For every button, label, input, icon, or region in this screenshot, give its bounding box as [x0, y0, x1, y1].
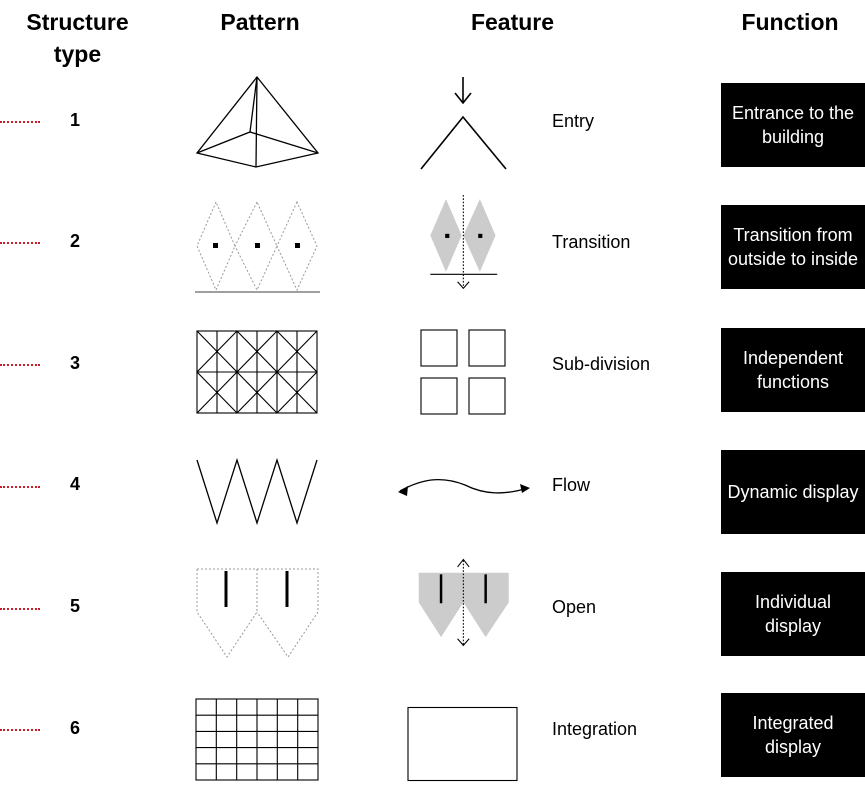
pattern-crossed-grid-icon: [196, 330, 318, 414]
function-box: Individual display: [721, 572, 865, 656]
structure-number: 6: [69, 718, 80, 738]
header-feature: Feature: [470, 9, 555, 35]
pattern-pentagon-row-icon: [196, 568, 319, 658]
function-box: Independent functions: [721, 328, 865, 412]
pattern-diamond-row-icon: [195, 200, 320, 293]
feature-label: Transition: [552, 232, 631, 252]
header-function: Function: [741, 9, 839, 35]
dotted-leader: [0, 729, 40, 731]
structure-row-2: 2 Transition Transition from outside to …: [0, 0, 865, 293]
feature-open-icon: [418, 558, 509, 647]
feature-label: Flow: [552, 475, 591, 495]
feature-label: Entry: [552, 111, 595, 131]
function-label: Dynamic display: [727, 482, 859, 502]
feature-label: Sub-division: [552, 354, 651, 374]
feature-transition-icon: [430, 195, 498, 290]
header-pattern: Pattern: [220, 9, 300, 35]
pattern-fine-grid-icon: [195, 698, 319, 781]
structure-row-4: 4 Flow Dynamic display: [0, 0, 865, 534]
function-label: Transition from outside to inside: [727, 225, 859, 269]
function-box: Integrated display: [721, 693, 865, 777]
function-box: Dynamic display: [721, 450, 865, 534]
function-box: Transition from outside to inside: [721, 205, 865, 289]
pattern-zigzag-icon: [196, 457, 318, 526]
structure-number: 2: [69, 231, 80, 251]
function-label: Individual display: [754, 592, 832, 636]
structure-number: 3: [69, 353, 80, 373]
structure-row-5: 5 Open Individual display: [0, 0, 865, 658]
structure-number: 4: [69, 474, 80, 494]
dotted-leader: [0, 364, 40, 366]
function-label: Integrated display: [752, 713, 834, 757]
pattern-pyramid-icon: [195, 75, 320, 168]
feature-flow-arrow-icon: [398, 478, 530, 496]
structure-number: 1: [69, 110, 80, 130]
structure-number: 5: [69, 596, 80, 616]
feature-entry-icon: [420, 77, 507, 170]
header-structure-type: Structure type: [26, 9, 129, 67]
structure-row-3: 3 Sub-division Independent functions: [0, 0, 865, 415]
feature-label: Open: [552, 597, 597, 617]
structure-row-1: 1 Entry Entrance to the building: [0, 0, 865, 170]
function-label: Independent functions: [742, 348, 844, 392]
feature-label: Integration: [552, 719, 638, 739]
feature-subdivision-icon: [420, 329, 506, 415]
dotted-leader: [0, 486, 40, 488]
function-box: Entrance to the building: [721, 83, 865, 167]
dotted-leader: [0, 242, 40, 244]
dotted-leader: [0, 608, 40, 610]
dotted-leader: [0, 121, 40, 123]
function-label: Entrance to the building: [731, 103, 855, 147]
